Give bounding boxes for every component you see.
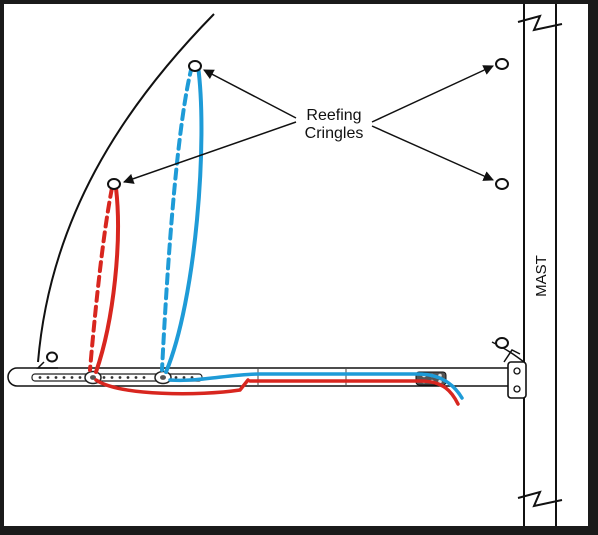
track-dots [38, 376, 194, 379]
mast-break-top [517, 14, 563, 32]
mast-label: MAST [533, 255, 550, 297]
cringle-ring-icon [495, 178, 509, 190]
cringle-ring-icon [107, 178, 121, 190]
cringle-ring-icon [495, 337, 509, 349]
cringle-ring-icon [46, 351, 58, 363]
mast-break-bottom [517, 490, 563, 508]
cringle-ring-icon [188, 60, 202, 72]
reef-line-red [88, 186, 460, 406]
sail-leech [37, 13, 215, 363]
clew-fitting [36, 361, 58, 369]
reef-line-blue [160, 64, 464, 400]
pointer-arrows [123, 65, 494, 184]
diagram-background [4, 4, 588, 526]
cringles-label-line2: Cringles [305, 125, 364, 142]
mast: MAST [517, 4, 563, 526]
block-icon [84, 370, 102, 385]
block-icon [154, 370, 172, 385]
boom [7, 367, 521, 387]
cringle-ring-icon [495, 58, 509, 70]
cringles-label-line1: Reefing [306, 107, 361, 124]
gooseneck-icon [503, 349, 527, 399]
